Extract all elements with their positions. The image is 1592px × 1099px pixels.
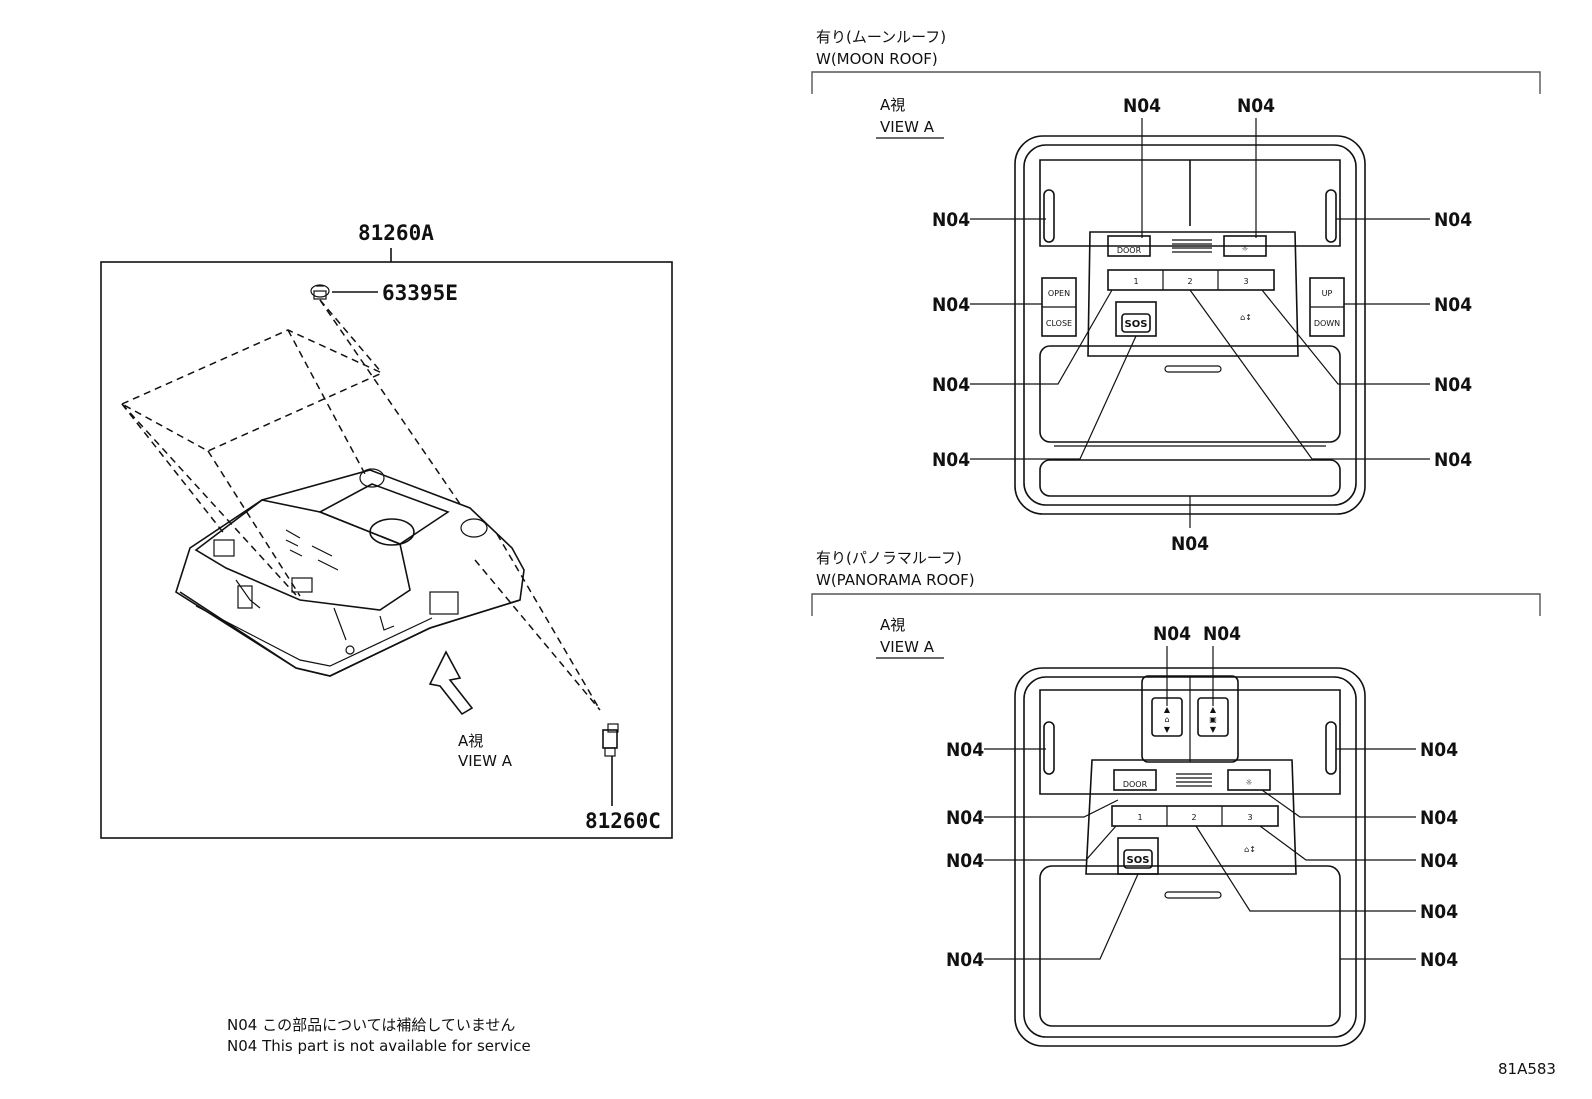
moon-callout-8: N04 [1434, 374, 1472, 396]
panorama-btn-2: 2 [1191, 813, 1196, 822]
svg-text:DOOR: DOOR [1117, 246, 1142, 255]
svg-text:▲: ▲ [1164, 705, 1171, 714]
panorama-view-jp: A視 [880, 616, 905, 634]
panorama-callout-7: N04 [946, 850, 984, 872]
assembly-part-number: 81260A [358, 221, 434, 245]
clip-part-number: 63395E [382, 281, 458, 305]
left-view-label-en: VIEW A [458, 752, 513, 770]
moon-view-jp: A視 [880, 96, 905, 114]
svg-text:DOOR: DOOR [1123, 780, 1148, 789]
moon-callout-9: N04 [932, 449, 970, 471]
svg-text:UP: UP [1322, 289, 1333, 298]
moon-preset-buttons: 1 2 3 [1107, 269, 1275, 291]
moon-btn-1: 1 [1133, 277, 1138, 286]
panorama-title-en: W(PANORAMA ROOF) [816, 571, 975, 589]
moon-roof-title-en: W(MOON ROOF) [816, 50, 938, 68]
clip-icon [310, 284, 330, 300]
moon-roof-title-jp: 有り(ムーンルーフ) [816, 28, 946, 46]
bulb-part-number: 81260C [585, 809, 661, 833]
panorama-sos-button: SOS [1117, 837, 1159, 875]
panorama-callouts: N04 N04 N04 N04 N04 N04 N04 N04 N04 N04 … [946, 623, 1458, 971]
svg-text:CLOSE: CLOSE [1046, 319, 1072, 328]
panorama-home-icon: ⌂↕ [1244, 845, 1256, 854]
moon-callout-10: N04 [1434, 449, 1472, 471]
bulb-icon [602, 723, 619, 757]
panorama-callout-5: N04 [946, 807, 984, 829]
moon-btn-3: 3 [1243, 277, 1248, 286]
svg-text:OPEN: OPEN [1048, 289, 1070, 298]
moon-view-en: VIEW A [880, 118, 935, 136]
panorama-callout-1: N04 [1153, 623, 1191, 645]
moon-btn-2: 2 [1187, 277, 1192, 286]
note-en: N04 This part is not available for servi… [227, 1037, 531, 1055]
moon-callout-3: N04 [932, 209, 970, 231]
moon-callout-1: N04 [1123, 95, 1161, 117]
moon-up-down-switch: UP DOWN [1309, 277, 1345, 337]
panorama-bracket [811, 593, 1541, 616]
moon-callout-11: N04 [1171, 533, 1209, 555]
panorama-preset-buttons: 1 2 3 [1111, 805, 1279, 827]
svg-text:▣: ▣ [1209, 715, 1217, 724]
svg-text:SOS: SOS [1125, 319, 1148, 330]
panorama-callout-6: N04 [1420, 807, 1458, 829]
assembly-frame [100, 261, 673, 839]
panorama-callout-10: N04 [946, 949, 984, 971]
panorama-console [1014, 667, 1366, 1047]
panorama-callout-11: N04 [1420, 949, 1458, 971]
panorama-roof-section: 有り(パノラマルーフ) W(PANORAMA ROOF) A視 VIEW A ▲… [811, 549, 1541, 1047]
svg-text:DOWN: DOWN [1314, 319, 1340, 328]
moon-callout-7: N04 [932, 374, 970, 396]
moon-roof-bracket [811, 71, 1541, 94]
panorama-view-en: VIEW A [880, 638, 935, 656]
panorama-btn-3: 3 [1247, 813, 1252, 822]
panorama-vent-grille [1176, 773, 1212, 787]
svg-text:☼: ☼ [1245, 778, 1252, 787]
moon-open-close-switch: OPEN CLOSE [1041, 277, 1077, 337]
panorama-callout-4: N04 [1420, 739, 1458, 761]
moon-callout-4: N04 [1434, 209, 1472, 231]
overhead-console-body [175, 468, 525, 677]
panorama-callout-8: N04 [1420, 850, 1458, 872]
moon-door-button: DOOR [1107, 235, 1151, 257]
svg-text:▲: ▲ [1210, 705, 1217, 714]
panorama-title-jp: 有り(パノラマルーフ) [816, 549, 962, 567]
moon-vent-grille [1172, 239, 1212, 253]
moon-callouts: N04 N04 N04 N04 N04 N04 N04 N04 N04 N04 … [932, 95, 1472, 555]
moon-roof-section: 有り(ムーンルーフ) W(MOON ROOF) A視 VIEW A DOOR [811, 28, 1541, 555]
moon-callout-5: N04 [932, 294, 970, 316]
svg-text:⌂: ⌂ [1164, 715, 1169, 724]
moon-map-light-button: ☼ [1223, 235, 1267, 257]
left-panel: 81260A 63395E [100, 221, 673, 839]
svg-text:▼: ▼ [1210, 725, 1217, 734]
svg-text:☼: ☼ [1241, 244, 1248, 253]
panorama-callout-2: N04 [1203, 623, 1241, 645]
figure-code: 81A583 [1498, 1060, 1556, 1078]
moon-callout-6: N04 [1434, 294, 1472, 316]
moon-home-icon: ⌂↕ [1240, 313, 1252, 322]
svg-text:▼: ▼ [1164, 725, 1171, 734]
view-arrow-icon [428, 650, 474, 716]
panorama-door-button: DOOR [1113, 769, 1157, 791]
panorama-btn-1: 1 [1137, 813, 1142, 822]
moon-sos-button: SOS [1115, 301, 1157, 337]
panorama-map-light-button: ☼ [1227, 769, 1271, 791]
panorama-callout-9: N04 [1420, 901, 1458, 923]
moon-callout-2: N04 [1237, 95, 1275, 117]
svg-text:SOS: SOS [1127, 855, 1150, 866]
note-jp: N04 この部品については補給していません [227, 1016, 515, 1034]
panorama-callout-3: N04 [946, 739, 984, 761]
left-view-label-jp: A視 [458, 732, 483, 750]
